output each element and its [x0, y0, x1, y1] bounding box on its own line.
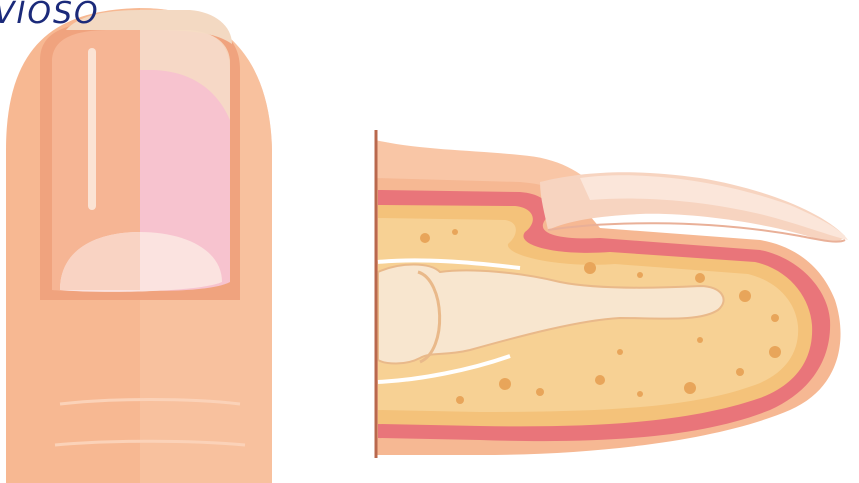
- caption-text: VIOSO: [0, 0, 100, 34]
- fingertip-cross-section: [375, 130, 848, 458]
- finger-front-view: [6, 8, 272, 483]
- nail-highlight: [88, 48, 96, 210]
